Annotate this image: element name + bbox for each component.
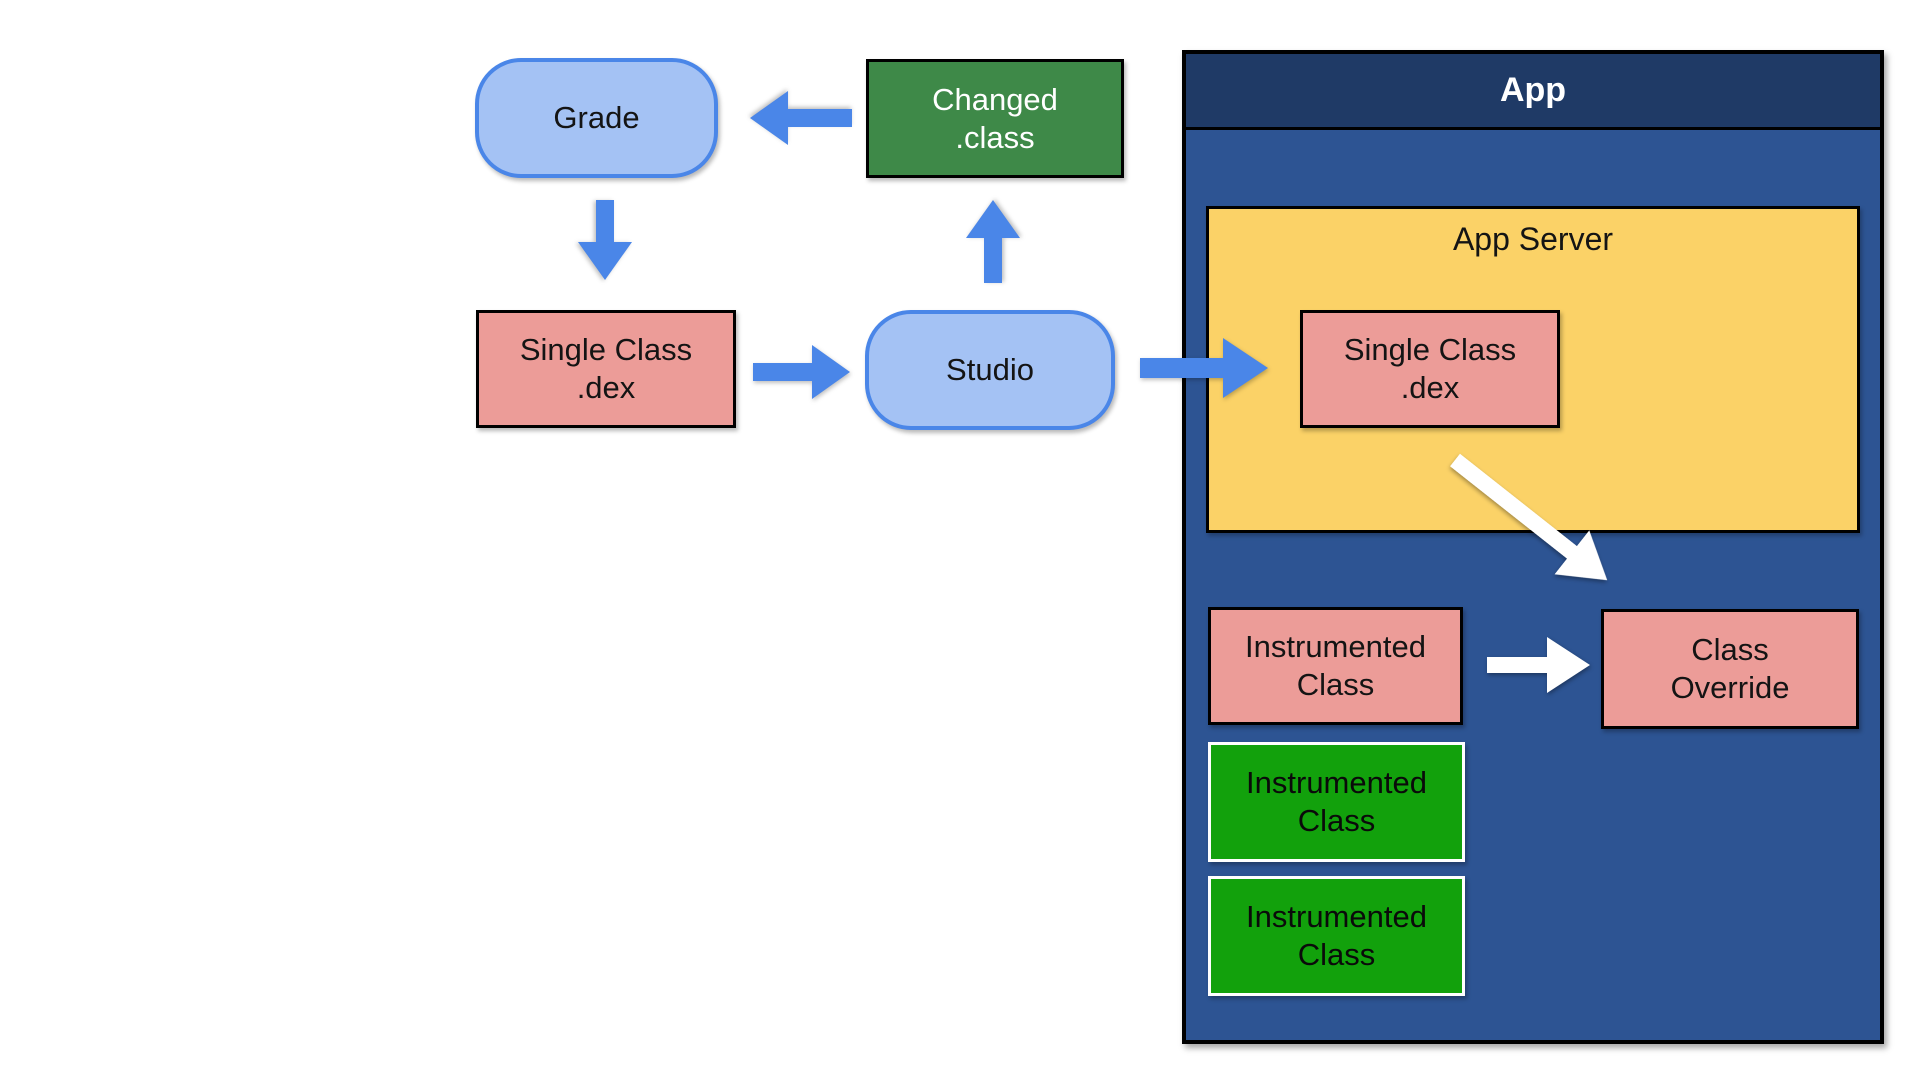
arrow-grade-to-single-class-dex	[578, 200, 632, 280]
node-changed-class: Changed .class	[866, 59, 1124, 178]
node-instrumented-class-green-2-label: Instrumented Class	[1246, 899, 1427, 972]
node-instrumented-class-green-1: Instrumented Class	[1208, 742, 1465, 862]
node-instrumented-class-pink: Instrumented Class	[1208, 607, 1463, 725]
node-studio-label: Studio	[946, 352, 1034, 388]
arrow-studio-to-changed-class	[966, 200, 1020, 283]
node-server-single-class-dex-label: Single Class .dex	[1343, 332, 1517, 405]
arrow-changed-class-to-grade	[750, 91, 852, 145]
arrow-single-class-dex-to-studio	[753, 345, 850, 399]
app-title: App	[1499, 71, 1567, 109]
node-class-override-label: Class Override	[1670, 632, 1790, 705]
node-single-class-dex: Single Class .dex	[476, 310, 736, 428]
node-class-override: Class Override	[1601, 609, 1859, 729]
node-grade: Grade	[475, 58, 718, 178]
node-instrumented-class-pink-label: Instrumented Class	[1245, 629, 1426, 702]
node-studio: Studio	[865, 310, 1115, 430]
node-single-class-dex-label: Single Class .dex	[519, 332, 693, 405]
node-grade-label: Grade	[553, 100, 640, 136]
node-changed-class-label: Changed .class	[932, 81, 1058, 155]
app-header: App	[1186, 54, 1880, 130]
node-server-single-class-dex: Single Class .dex	[1300, 310, 1560, 428]
node-instrumented-class-green-1-label: Instrumented Class	[1246, 765, 1427, 838]
node-instrumented-class-green-2: Instrumented Class	[1208, 876, 1465, 996]
app-server-label: App Server	[1452, 221, 1614, 257]
